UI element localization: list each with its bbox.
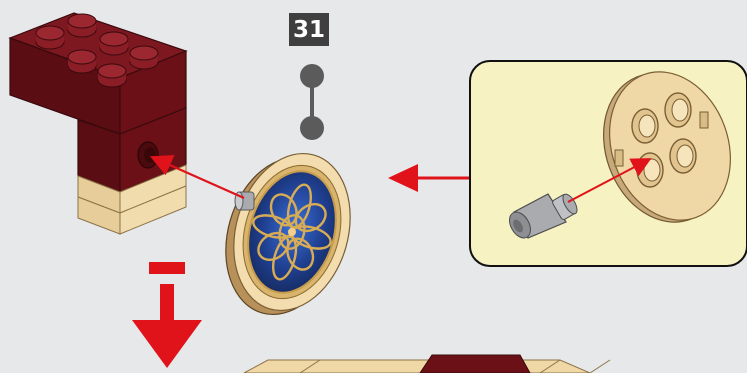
connector-dots-icon	[300, 64, 324, 140]
left-arrow-icon	[388, 164, 470, 192]
brick-studs	[35, 13, 159, 88]
next-step-preview	[243, 354, 611, 373]
round-printed-tile	[225, 152, 351, 316]
tan-round-plate	[603, 71, 731, 223]
callout-insert-arrow	[567, 158, 652, 203]
dark-red-brick-assembly	[8, 12, 188, 235]
gray-pin	[509, 193, 578, 239]
down-arrow-icon	[132, 262, 202, 368]
step-number: 31	[292, 16, 325, 43]
attach-pin-arrow	[149, 155, 245, 200]
step-number-badge: 31	[289, 13, 329, 46]
subassembly-callout	[469, 60, 747, 267]
